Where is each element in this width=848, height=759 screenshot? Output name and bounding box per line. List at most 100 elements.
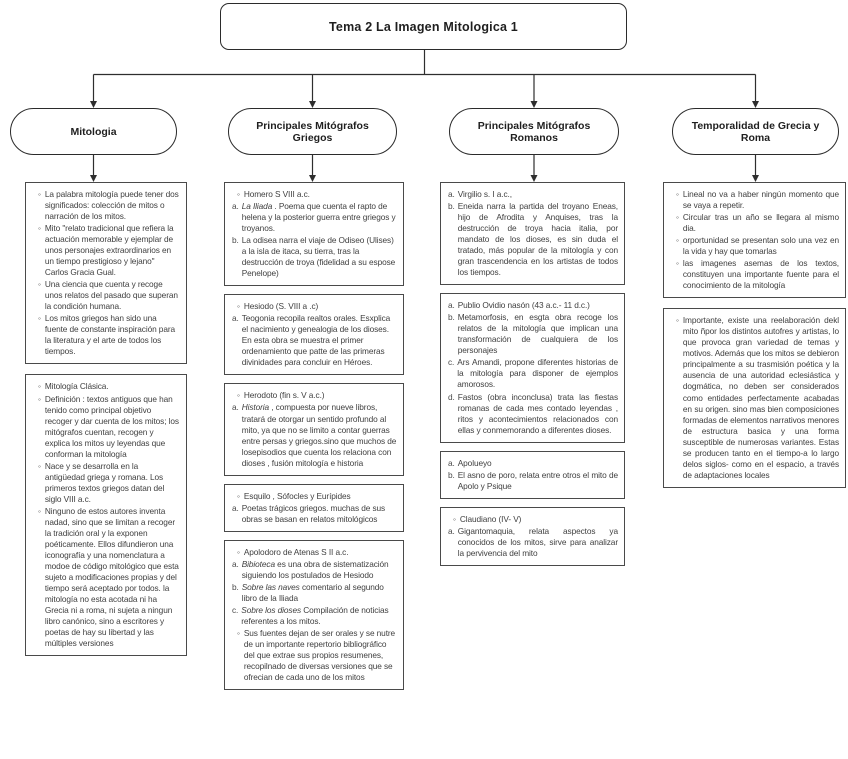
item-text: Circular tras un año se llegara al mismo… [682, 212, 839, 234]
item-text: las imagenes asemas de los textos, const… [682, 258, 839, 291]
note-romanos-ovidio: a.Publio Ovidio nasón (43 a.c.- 11 d.c.)… [440, 293, 625, 443]
list-item: a.Apolueyo [448, 458, 618, 469]
list-item: ◦Herodoto (fin s. V a.c.) [232, 390, 397, 401]
bullet-marker: ◦ [676, 189, 679, 199]
note-griegos-herodoto: ◦Herodoto (fin s. V a.c.)a.Historia , co… [224, 383, 404, 476]
letter-marker: a. [448, 457, 455, 468]
branch-mitografos-romanos: Principales Mitógrafos Romanos [449, 108, 619, 155]
list-item: ◦Nace y se desarrolla en la antigüedad g… [33, 461, 180, 505]
letter-marker: a. [232, 402, 239, 413]
list-item: ◦Mitología Clásica. [33, 381, 180, 392]
item-text: Sobre los dioses Compilación de noticias… [241, 604, 389, 626]
item-text: Esquilo , Sófocles y Eurípides [243, 490, 351, 501]
item-text: Bibioteca es una obra de sistematización… [241, 558, 389, 580]
letter-marker: b. [232, 235, 239, 246]
bullet-marker: ◦ [453, 513, 456, 524]
column-mitografos-romanos: a.Virgilio s. I a.c.,b.Eneida narra la p… [440, 182, 625, 566]
bullet-marker: ◦ [237, 390, 240, 401]
list-item: ◦Esquilo , Sófocles y Eurípides [232, 491, 397, 502]
note-temporalidad-lineal-circular: ◦Lineal no va a haber ningún momento que… [663, 182, 846, 299]
letter-marker: a. [232, 201, 239, 212]
title-node: Tema 2 La Imagen Mitologica 1 [220, 3, 627, 50]
note-temporalidad-reelaboracion: ◦Importante, existe una reelaboración de… [663, 308, 846, 488]
list-item: ◦Apolodoro de Atenas S II a.c. [232, 547, 397, 558]
list-item: a.Gigantomaquia, relata aspectos ya cono… [448, 526, 618, 559]
item-text: La Iliada . Poema que cuenta el rapto de… [241, 201, 396, 234]
letter-marker: c. [232, 604, 239, 615]
bullet-marker: ◦ [38, 313, 41, 324]
item-text: Historia , compuesta por nueve libros, t… [241, 402, 397, 468]
letter-marker: a. [448, 525, 455, 536]
item-text: Mito "relato tradicional que refiera la … [44, 223, 174, 278]
list-item: ◦Lineal no va a haber ningún momento que… [671, 189, 839, 211]
letter-marker: a. [232, 502, 239, 513]
bullet-marker: ◦ [38, 460, 41, 471]
list-item: c.Sobre los dioses Compilación de notici… [232, 605, 397, 627]
connector-path [92, 48, 757, 175]
letter-marker: b. [232, 581, 239, 592]
column-temporalidad: ◦Lineal no va a haber ningún momento que… [663, 182, 846, 488]
item-text: Herodoto (fin s. V a.c.) [243, 390, 325, 401]
list-item: a.Bibioteca es una obra de sistematizaci… [232, 559, 397, 581]
list-item: a.Poetas trágicos griegos. muchas de sus… [232, 503, 397, 525]
list-item: ◦Circular tras un año se llegara al mism… [671, 212, 839, 234]
list-item: b.Eneida narra la partida del troyano En… [448, 201, 618, 278]
bullet-marker: ◦ [38, 393, 41, 404]
bullet-marker: ◦ [237, 627, 240, 638]
note-romanos-claudiano: ◦Claudiano (IV- V) a.Gigantomaquia, relat… [440, 506, 625, 566]
note-griegos-homero: ◦Homero S VIII a.c.a.La Iliada . Poema q… [224, 182, 404, 287]
item-text: Una ciencia que cuenta y recoge unos rel… [44, 279, 178, 312]
list-item: ◦orportunidad se presentan solo una vez … [671, 235, 839, 257]
bullet-marker: ◦ [676, 212, 679, 223]
list-item: ◦Una ciencia que cuenta y recoge unos re… [33, 279, 180, 312]
item-text: Apolodoro de Atenas S II a.c. [243, 546, 349, 557]
list-item: c.Ars Amandi, propone diferentes histori… [448, 357, 618, 390]
letter-marker: c. [448, 357, 455, 368]
item-text: Homero S VIII a.c. [243, 189, 310, 199]
list-item: ◦Mito "relato tradicional que refiera la… [33, 223, 180, 278]
item-text: Sus fuentes dejan de ser orales y se nut… [243, 627, 396, 683]
letter-marker: a. [232, 558, 239, 569]
list-item: a.La Iliada . Poema que cuenta el rapto … [232, 201, 397, 234]
bullet-marker: ◦ [38, 279, 41, 290]
list-item: ◦La palabra mitología puede tener dos si… [33, 189, 180, 222]
list-item: a.Publio Ovidio nasón (43 a.c.- 11 d.c.) [448, 300, 618, 311]
bullet-marker: ◦ [237, 546, 240, 557]
branch-temporalidad: Temporalidad de Grecia y Roma [672, 108, 839, 155]
bullet-marker: ◦ [676, 315, 679, 326]
list-item: ◦Sus fuentes dejan de ser orales y se nu… [232, 628, 397, 683]
item-text: El asno de poro, relata entre otros el m… [457, 469, 618, 491]
list-item: b.La odisea narra el viaje de Odiseo (Ul… [232, 235, 397, 279]
item-text: Claudiano (IV- V) [459, 513, 522, 524]
arrowheads [90, 101, 759, 182]
bullet-marker: ◦ [38, 505, 41, 516]
column-mitografos-griegos: ◦Homero S VIII a.c.a.La Iliada . Poema q… [224, 182, 404, 691]
branch-label: Principales Mitógrafos Griegos [256, 119, 369, 144]
bullet-marker: ◦ [38, 189, 41, 199]
item-text: Ninguno de estos autores inventa nadad, … [44, 505, 179, 649]
list-item: ◦Homero S VIII a.c. [232, 189, 397, 200]
item-text: La palabra mitología puede tener dos sig… [44, 189, 179, 222]
letter-marker: b. [448, 469, 455, 480]
bullet-marker: ◦ [237, 490, 240, 501]
item-text: La odisea narra el viaje de Odiseo (Ulis… [241, 235, 396, 279]
list-item: b.Sobre las naves comentario al segundo … [232, 582, 397, 604]
item-text: Fastos (obra inconclusa) trata las fiest… [457, 391, 618, 435]
column-mitologia: ◦La palabra mitología puede tener dos si… [25, 182, 187, 657]
item-text: Importante, existe una reelaboración dek… [682, 315, 839, 480]
bullet-marker: ◦ [237, 189, 240, 199]
item-text: Metamorfosis, en esgta obra recoge los r… [457, 312, 618, 356]
letter-marker: a. [232, 313, 239, 324]
list-item: b.El asno de poro, relata entre otros el… [448, 470, 618, 492]
list-item: ◦Definición : textos antiguos que han te… [33, 394, 180, 460]
list-item: ◦Los mitos griegos han sido una fuente d… [33, 313, 180, 357]
list-item: d.Fastos (obra inconclusa) trata las fie… [448, 392, 618, 436]
list-item: a.Historia , compuesta por nueve libros,… [232, 402, 397, 468]
branch-label: Principales Mitógrafos Romanos [477, 119, 591, 144]
item-text: Publio Ovidio nasón (43 a.c.- 11 d.c.) [457, 300, 590, 311]
letter-marker: b. [448, 201, 455, 212]
item-text: Hesiodo (S. VIII a .c) [243, 301, 319, 312]
